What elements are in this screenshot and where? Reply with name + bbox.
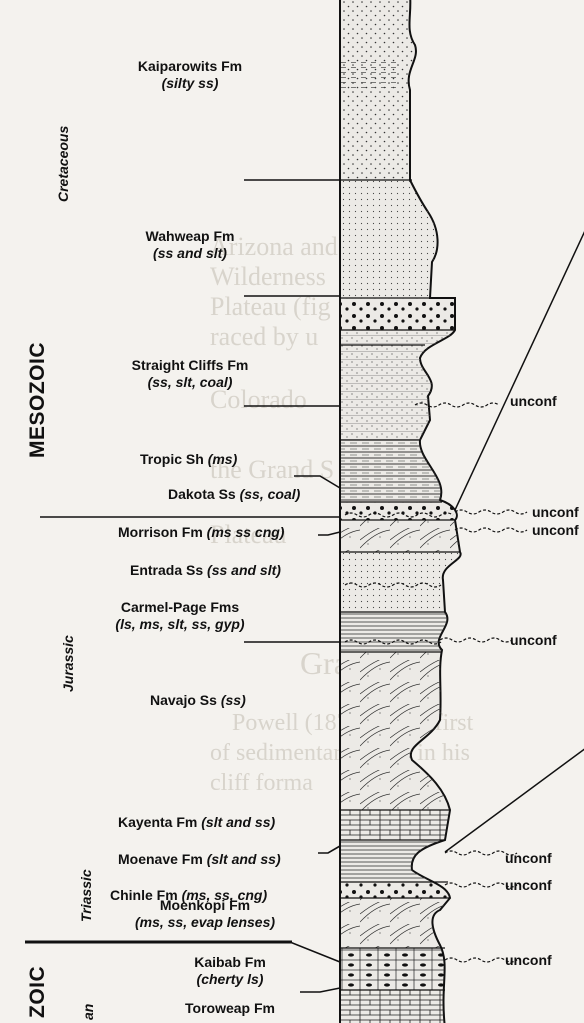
formation-lithology: (ss, slt, coal) [147,374,233,390]
unit-dakota [340,502,461,520]
unit-tropic [340,440,461,502]
formation-name: Moenave Fm [118,851,203,867]
unconformity-label: unconf [505,850,552,866]
formation-lithology: (ms, ss, evap lenses) [134,914,276,930]
unconformity-label: unconf [532,522,579,538]
unit-moenkopi [340,898,461,948]
unit-contacts [340,179,460,991]
unconformity-label: unconf [532,504,579,520]
formation-wahweap: Wahweap Fm (ss and slt) [110,228,270,262]
formation-lithology: (ss and slt) [153,245,227,261]
era-label-paleozoic: ZOIC [26,965,49,1018]
formation-name: Carmel-Page Fms [120,599,240,615]
formation-moenkopi: Moenkopi Fm (ms, ss, evap lenses) [120,897,290,931]
formation-tropic: Tropic Sh (ms) [140,451,237,468]
unit-toroweap [340,990,461,1023]
formation-lithology: (cherty ls) [196,971,264,987]
unit-morrison [340,520,461,552]
formation-name: Entrada Ss [130,562,204,578]
formation-lithology: (ms) [207,451,238,467]
unit-wahweap-cap [340,298,461,330]
formation-lithology: (ms ss cng) [206,524,285,540]
leader-lines [25,179,341,993]
formation-name: Navajo Ss [150,692,217,708]
formation-lithology: (ss and slt) [207,562,281,578]
formation-lithology: (ls, ms, slt, ss, gyp) [115,616,245,632]
formation-name: Tropic Sh [140,451,204,467]
unit-carmel-page [340,612,461,652]
unit-straight-cliffs [340,330,461,440]
formation-moenave: Moenave Fm (slt and ss) [118,851,281,868]
formation-lithology: (slt and ss) [201,814,276,830]
formation-straight-cliffs: Straight Cliffs Fm (ss, slt, coal) [100,357,280,391]
formation-name: Dakota Ss [168,486,236,502]
unconformity-label: unconf [505,877,552,893]
unconformity-label: unconf [510,632,557,648]
formation-navajo: Navajo Ss (ss) [150,692,246,709]
formation-entrada: Entrada Ss (ss and slt) [130,562,281,579]
formation-lithology: (slt and ss) [206,851,281,867]
unit-chinle [340,882,461,898]
formation-name: Wahweap Fm [145,228,235,244]
unit-navajo [340,652,461,810]
unit-dash-band [340,60,400,90]
formation-toroweap: Toroweap Fm [160,1000,300,1017]
unconformity-lines [344,402,528,963]
formation-lithology: (ss) [220,692,246,708]
formation-kaibab: Kaibab Fm (cherty ls) [170,954,290,988]
formation-lithology: (ms, ss, cng) [181,887,268,903]
formation-name: Kayenta Fm [118,814,198,830]
period-label-cretaceous: Cretaceous [55,125,71,202]
formation-name: Kaiparowits Fm [137,58,243,74]
unit-moenave [340,840,461,882]
formation-name: Kaibab Fm [194,954,266,970]
formation-kayenta: Kayenta Fm (slt and ss) [118,814,275,831]
period-label-permian: an [80,1003,96,1020]
index-lines [444,231,584,853]
unconformity-label: unconf [510,393,557,409]
formation-name: Morrison Fm [118,524,203,540]
formation-chinle: Chinle Fm (ms, ss, cng) [110,887,267,904]
unit-kaibab [340,948,461,990]
formation-carmel-page: Carmel-Page Fms (ls, ms, slt, ss, gyp) [95,599,265,633]
formation-name: Moenkopi Fm [159,897,251,913]
period-label-triassic: Triassic [78,869,94,922]
formation-lithology: (silty ss) [161,75,219,91]
formation-morrison: Morrison Fm (ms ss cng) [118,524,284,541]
unit-wahweap [340,180,461,298]
unit-entrada [340,552,461,612]
formation-lithology: (ss, coal) [239,486,301,502]
formation-name: Straight Cliffs Fm [131,357,249,373]
unit-kayenta [340,810,461,840]
era-label-mesozoic: MESOZOIC [26,341,49,458]
formation-kaiparowits: Kaiparowits Fm (silty ss) [110,58,270,92]
formation-name: Chinle Fm [110,887,178,903]
formation-dakota: Dakota Ss (ss, coal) [168,486,300,503]
unconformity-label: unconf [505,952,552,968]
period-label-jurassic: Jurassic [60,635,76,692]
formation-name: Toroweap Fm [185,1000,275,1016]
